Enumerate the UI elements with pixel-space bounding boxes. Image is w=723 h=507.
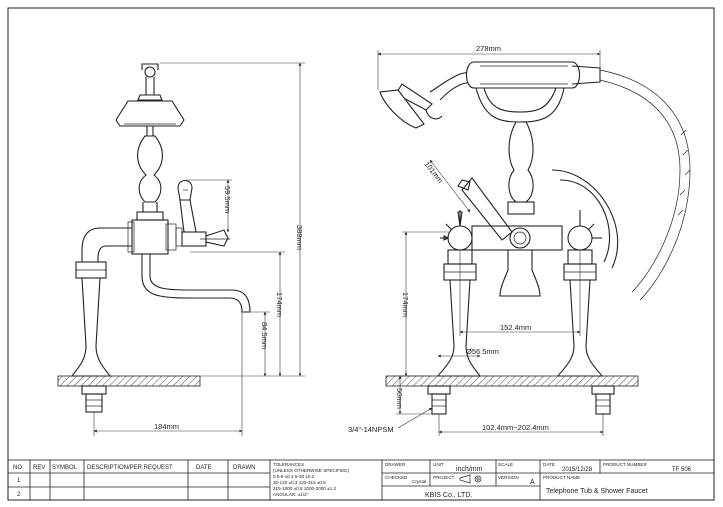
product-number-value: TF 506 [672,467,692,473]
front-deck [385,375,639,387]
dim-184mm: 184mm [154,422,179,431]
tb-header-rev: REV [33,465,45,471]
checked-value: Crystal [412,479,426,484]
tolerances-line-1: 0.5-6 ±0.1 6-30 ±0.2 [273,474,315,479]
dim-84-5mm: 84.5mm [260,322,269,349]
tb-header-date: DATE [196,465,212,471]
project-label: PROJECT [433,475,455,480]
dim-152-4mm: 152.4mm [500,323,531,332]
product-name-value: Telephone Tub & Shower Faucet [546,488,648,495]
dim-388mm: 388mm [295,225,304,250]
unit-label: UNIT [433,462,444,467]
version-label: VERSION [498,475,519,480]
dim-50mm: 50mm [395,388,404,409]
dim-59-5mm: 59.5mm [223,186,232,213]
tb-header-drawn: DRAWN [233,465,255,471]
tb-header-description: DESCRIPTION/PER REQUEST [87,465,173,471]
tolerances-line-3: 315-1000 ±0.8 1000-2000 ±1.2 [273,486,336,491]
date-value: 2015/12/28 [562,467,593,473]
date-label: DATE [543,462,555,467]
tolerances-subtitle: (UNLESS OTHERWISE SPECIFIED) [273,468,349,473]
product-name-label: PRODUCT NAME [543,475,580,480]
scale-label: SCALE [498,462,513,467]
dim-base-diameter: Ø56.5mm [466,347,499,356]
unit-value: inch/mm [456,466,483,473]
version-value: A [530,479,535,486]
dim-174mm-side: 174mm [275,292,284,317]
drawer-label: DRAWER [385,462,406,467]
title-block: NO REV SYMBOL DESCRIPTION/PER REQUEST DA… [7,459,715,501]
tolerances-title: TOLERANCES [273,462,304,467]
tolerances-line-2: 30-120 ±0.3 120-315 ±0.5 [273,480,326,485]
tb-header-symbol: SYMBOL [52,465,78,471]
side-deck [57,375,201,387]
thread-spec: 3/4"-14NPSM [348,425,394,434]
tb-row-2: 2 [17,492,21,498]
dim-101mm: 101mm [422,160,444,185]
projection-symbol-icon [459,474,482,484]
dim-278mm: 278mm [476,44,501,53]
side-view-dimensions: 388mm 174mm 84.5mm 59.5mm 184mm [93,62,305,436]
tolerances-angular: ANGULAR: ±1/2° [273,492,309,497]
product-number-label: PRODUCT NUMBER [603,462,647,467]
dim-spread-range: 102.4mm~202.4mm [482,423,549,432]
dim-174mm-front: 174mm [401,292,410,317]
company-name: KBIS Co., LTD. [425,492,472,499]
front-view [379,61,691,415]
checked-label: CHECKED [385,475,408,480]
tb-row-1: 1 [17,478,21,484]
side-view [57,63,251,413]
tb-header-no: NO [13,465,22,471]
